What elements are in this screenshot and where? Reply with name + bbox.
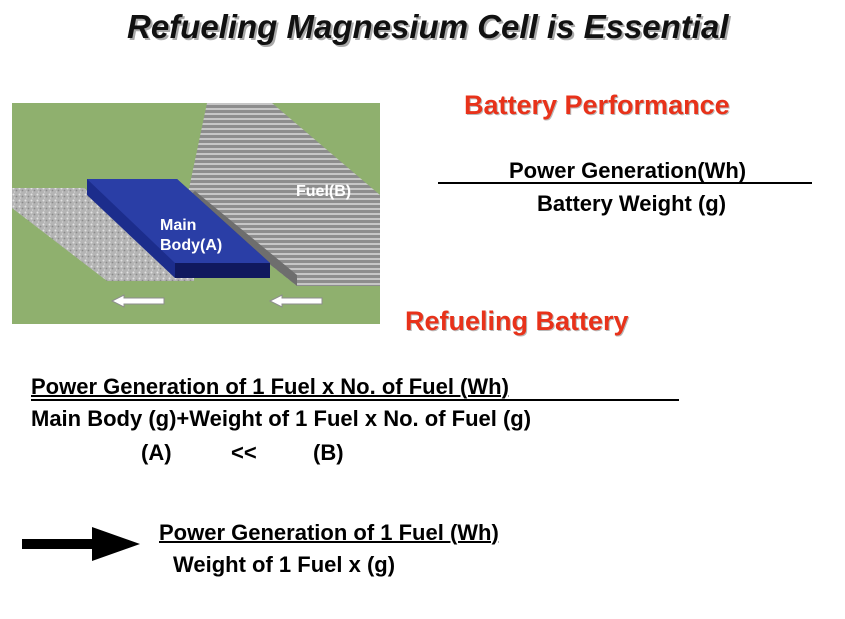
comparison-a: (A): [141, 440, 172, 465]
battery-performance-numerator: Power Generation(Wh): [509, 158, 747, 183]
refueling-denominator: Main Body (g)+Weight of 1 Fuel x No. of …: [31, 406, 532, 431]
battery-performance-fraction-bar: [438, 182, 812, 184]
battery-illustration-graphic: [12, 103, 380, 324]
comparison-b: (B): [313, 440, 344, 465]
granular-electrode: [12, 188, 194, 281]
main-body-label: Main Body(A): [160, 217, 223, 254]
main-body-top: [87, 179, 270, 263]
main-body-front: [175, 263, 270, 278]
left-arrow-icon-2: [268, 294, 323, 308]
comparison-operator: <<: [231, 440, 257, 465]
battery-performance-heading: Battery Performance: [464, 90, 730, 120]
slide-title: Refueling Magnesium Cell is Essential: [127, 8, 729, 45]
result-denominator: Weight of 1 Fuel x (g): [173, 552, 396, 577]
left-arrow-icon: [110, 294, 165, 308]
battery-performance-denominator: Battery Weight (g): [537, 191, 727, 216]
refueling-fraction-bar: [31, 399, 679, 401]
refueling-battery-heading: Refueling Battery: [405, 306, 629, 336]
refueling-numerator: Power Generation of 1 Fuel x No. of Fuel…: [31, 374, 509, 399]
fuel-stack: [187, 103, 380, 286]
result-numerator: Power Generation of 1 Fuel (Wh): [159, 520, 499, 545]
battery-illustration: Fuel(B) Main Body(A): [12, 103, 380, 324]
right-arrow-icon: [22, 527, 140, 561]
fuel-label: Fuel(B): [296, 183, 352, 200]
